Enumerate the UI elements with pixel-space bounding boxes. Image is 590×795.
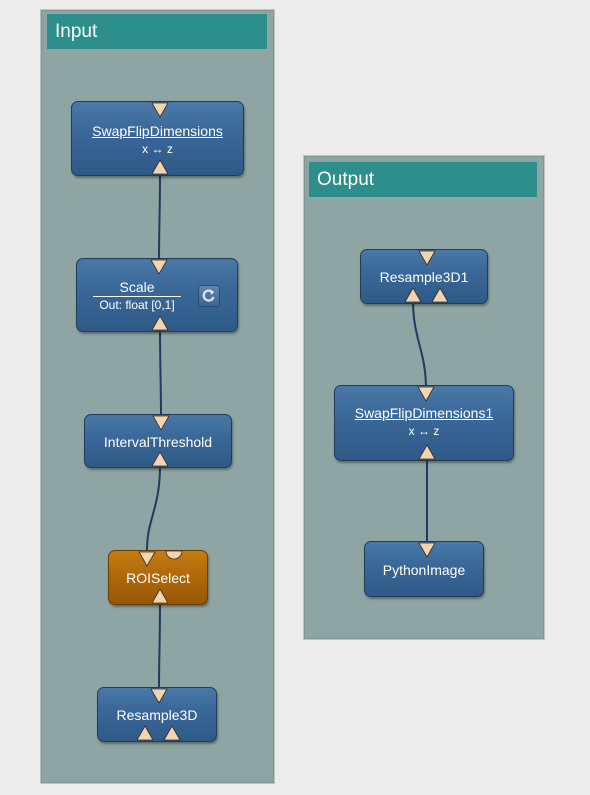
refresh-button[interactable] bbox=[198, 285, 220, 307]
output-connector bbox=[404, 287, 422, 303]
input-connector bbox=[418, 250, 436, 266]
node-title: SwapFlipDimensions1 bbox=[354, 405, 494, 421]
node-title: Resample3D1 bbox=[379, 269, 469, 285]
pythonimage-module[interactable]: PythonImage bbox=[364, 541, 484, 597]
wire-interval-roiselect bbox=[145, 465, 161, 554]
output-connector bbox=[151, 451, 169, 467]
field-connector bbox=[165, 550, 183, 560]
node-subtitle: x ↔ z bbox=[408, 424, 440, 438]
node-subtitle: Out: float [0,1] bbox=[99, 298, 175, 312]
node-title: PythonImage bbox=[382, 562, 466, 578]
input-connector bbox=[150, 259, 168, 275]
input-connector bbox=[152, 415, 170, 431]
input-connector bbox=[138, 551, 156, 567]
wire-roiselect-resample3d bbox=[158, 602, 161, 690]
output-connector bbox=[151, 315, 169, 331]
node-title: Scale bbox=[93, 279, 181, 297]
output-connector bbox=[151, 159, 169, 175]
input-connector bbox=[417, 386, 435, 402]
node-title: IntervalThreshold bbox=[103, 434, 213, 450]
output-connector bbox=[431, 287, 449, 303]
node-title: Resample3D bbox=[116, 707, 198, 723]
wire-resample3d1-swapflip1 bbox=[412, 299, 427, 390]
output-connector bbox=[151, 588, 169, 604]
output-group-title: Output bbox=[309, 162, 537, 197]
input-connector bbox=[151, 102, 169, 118]
input-connector bbox=[150, 688, 168, 704]
wire-swapflip-scale bbox=[158, 173, 161, 261]
output-connector bbox=[163, 725, 181, 741]
resample3d-module[interactable]: Resample3D bbox=[97, 687, 217, 742]
node-title: ROISelect bbox=[126, 570, 190, 586]
wire-scale-interval bbox=[159, 329, 162, 417]
swapflipdimensions-module[interactable]: SwapFlipDimensions x ↔ z bbox=[71, 101, 244, 176]
input-connector bbox=[418, 542, 436, 558]
output-connector bbox=[136, 725, 154, 741]
node-subtitle: x ↔ z bbox=[142, 142, 173, 156]
output-connector bbox=[418, 444, 436, 460]
node-title: SwapFlipDimensions bbox=[92, 123, 223, 139]
input-group-title: Input bbox=[47, 14, 267, 49]
refresh-icon bbox=[202, 289, 215, 302]
